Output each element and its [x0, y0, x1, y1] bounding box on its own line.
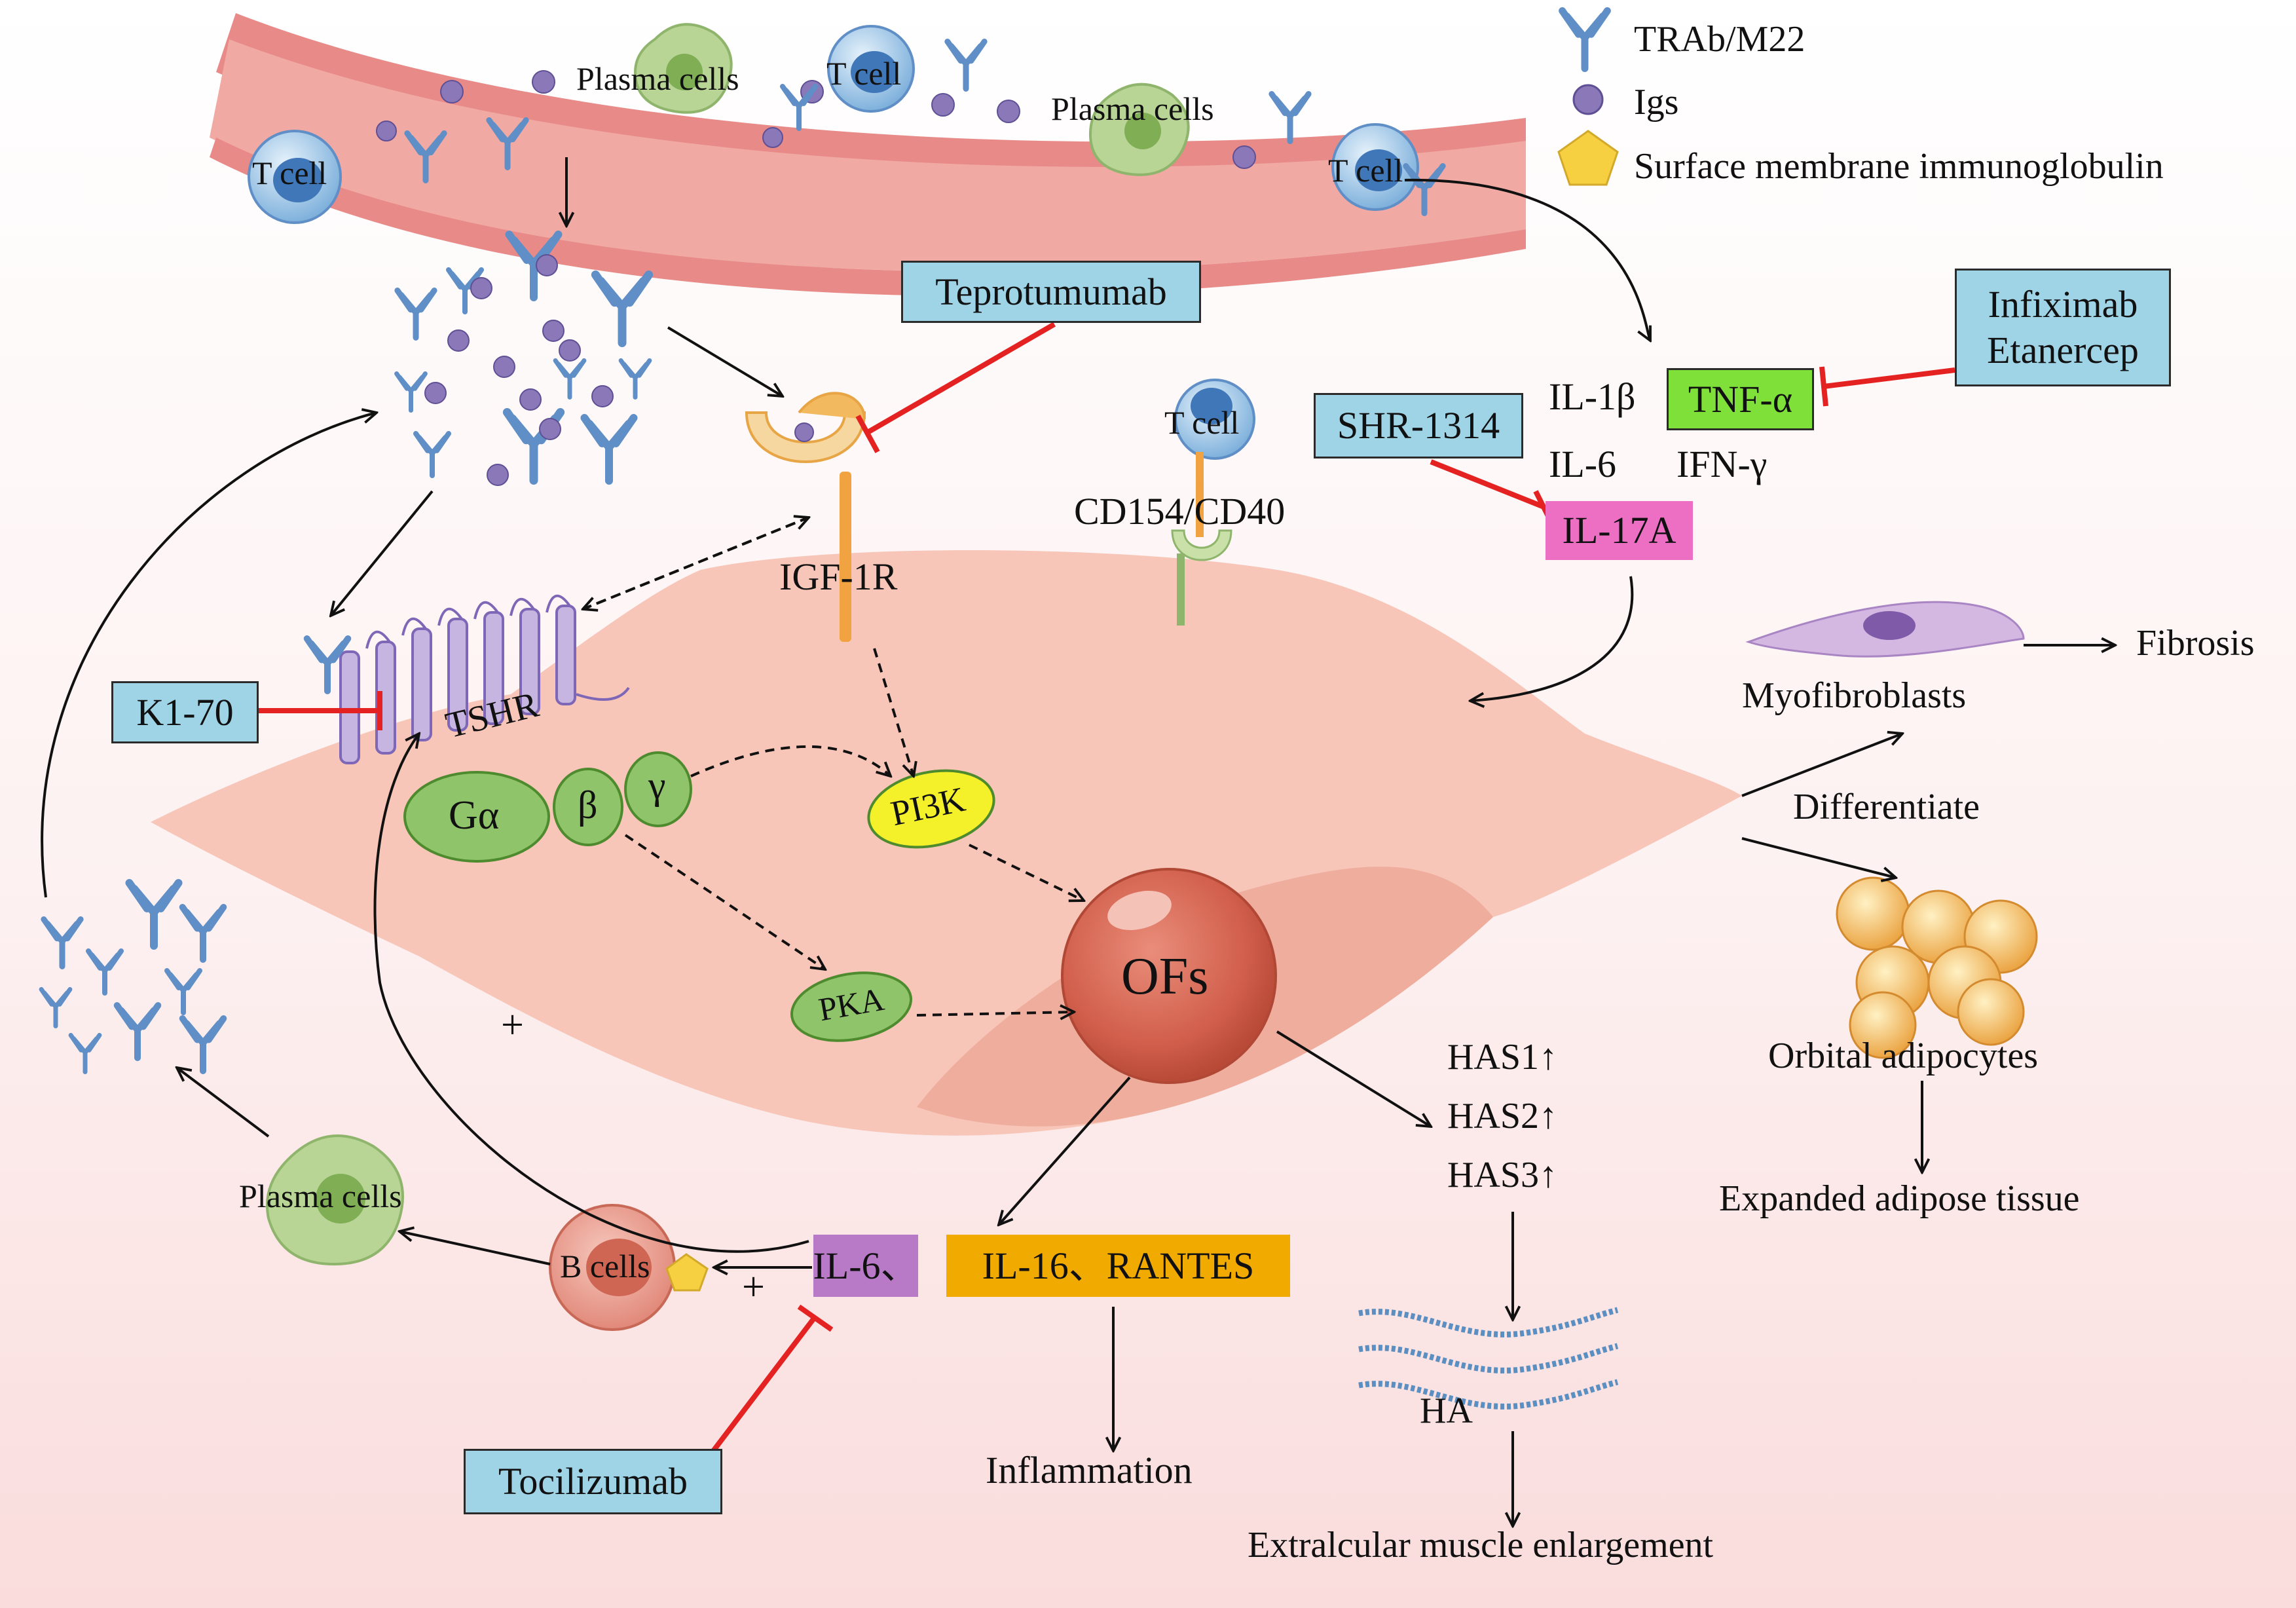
ha-label: HA — [1420, 1391, 1473, 1431]
differentiate-label: Differentiate — [1793, 787, 1980, 827]
tcell-cd40 — [1171, 379, 1255, 626]
etanercept-label: Etanercep — [1987, 329, 2139, 371]
myofibroblast-cell — [1745, 601, 2025, 658]
vessel-tcell-3 — [1331, 123, 1419, 211]
has2-label: HAS2↑ — [1447, 1096, 1558, 1136]
plus-sign-2: + — [742, 1265, 765, 1309]
k170-box: K1-70 — [111, 681, 259, 743]
shr1314-box: SHR-1314 — [1314, 393, 1523, 458]
il6-top-label: IL-6 — [1549, 443, 1617, 485]
b-cell-smig — [665, 1253, 709, 1292]
vessel-tcell-2-label: T cell — [826, 55, 902, 92]
ofs-label: OFs — [1121, 948, 1209, 1005]
b-cells-label: B cells — [560, 1248, 650, 1284]
il1b-label: IL-1β — [1549, 375, 1636, 418]
adipocyte-cluster — [1836, 876, 2038, 1059]
b-cell — [549, 1204, 676, 1331]
gamma-label: γ — [648, 764, 666, 807]
myofibroblasts-label: Myofibroblasts — [1742, 675, 1967, 716]
legend-igs-label: Igs — [1634, 82, 1679, 122]
il16-rantes-box: IL-16、RANTES — [946, 1235, 1290, 1297]
tocilizumab-box: Tocilizumab — [464, 1449, 722, 1514]
plasma-cell-lower — [266, 1134, 404, 1266]
vessel-plasma-cell-1 — [633, 23, 733, 114]
galpha-subunit — [403, 771, 550, 863]
igf1r-label: IGF-1R — [779, 555, 898, 598]
plasma-cells-lower-label: Plasma cells — [239, 1178, 402, 1214]
il6-bottom-box: IL-6、 — [813, 1235, 919, 1297]
inflammation-label: Inflammation — [986, 1449, 1193, 1491]
vessel-tcell-1-label: T cell — [252, 155, 327, 191]
cd154-cd40-label: CD154/CD40 — [1074, 490, 1286, 533]
vessel-plasma-2-label: Plasma cells — [1051, 90, 1214, 127]
vessel-tcell-3-label: T cell — [1328, 152, 1403, 189]
extraocular-label: Extralcular muscle enlargement — [1248, 1525, 1714, 1565]
igf1r-receptor — [745, 392, 866, 642]
teprotumumab-box: Teprotumumab — [901, 261, 1201, 323]
ifng-label: IFN-γ — [1676, 443, 1768, 485]
orbital-adipocytes-label: Orbital adipocytes — [1768, 1036, 2039, 1076]
legend-igs-icon — [1572, 84, 1604, 115]
vessel-plasma-1-label: Plasma cells — [576, 60, 739, 97]
infliximab-label: Infiximab — [1988, 283, 2138, 326]
igs-cluster-top — [424, 254, 614, 486]
il17a-box: IL-17A — [1546, 501, 1693, 560]
galpha-label: Gα — [449, 793, 500, 838]
plus-sign-1: + — [501, 1003, 524, 1047]
vessel-lumen — [210, 39, 1526, 272]
tnfa-box: TNF-α — [1667, 368, 1814, 430]
solid-arrows — [41, 157, 2115, 1526]
pka-node — [790, 971, 913, 1042]
vessel-tcell-2 — [827, 25, 915, 113]
vessel-tcell-1 — [248, 130, 342, 224]
legend-smig-icon — [1557, 130, 1619, 186]
expanded-adipose-label: Expanded adipose tissue — [1719, 1178, 2080, 1219]
pi3k-node — [867, 769, 995, 849]
legend-trab-label: TRAb/M22 — [1634, 19, 1805, 60]
dashed-arrows — [583, 517, 1084, 1015]
inhibition-lines — [259, 322, 1955, 1482]
beta-subunit — [553, 768, 623, 846]
ha-strands — [1358, 1307, 1619, 1410]
has3-label: HAS3↑ — [1447, 1155, 1558, 1195]
tcell-cd40-label: T cell — [1164, 404, 1240, 441]
vessel-plasma-cell-2 — [1088, 83, 1190, 176]
gamma-subunit — [624, 751, 692, 827]
beta-label: β — [578, 783, 598, 827]
infliximab-etanercept-box: Infiximab Etanercep — [1955, 269, 2171, 386]
tshr-receptor — [339, 594, 630, 764]
fibrosis-label: Fibrosis — [2136, 623, 2255, 664]
has1-label: HAS1↑ — [1447, 1037, 1558, 1077]
legend-smig-label: Surface membrane immunoglobulin — [1634, 146, 2164, 187]
ofs-highlight — [1107, 891, 1172, 930]
vessel-igs — [376, 70, 1256, 169]
